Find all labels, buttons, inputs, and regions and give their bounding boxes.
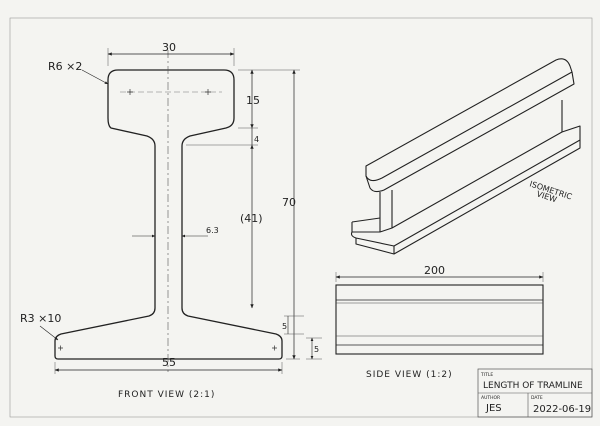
- dim-length: 200: [424, 264, 445, 277]
- dim-web-height: (41): [240, 212, 263, 225]
- iso-foot-bottom: [355, 238, 395, 255]
- drawing-date: 2022-06-19: [533, 404, 591, 415]
- head-mark-left: [127, 89, 133, 95]
- head-mark-right: [205, 89, 211, 95]
- foot-mark-right: [272, 345, 277, 351]
- drawing-title: LENGTH OF TRAMLINE: [483, 381, 583, 391]
- author-label: AUTHOR: [481, 395, 500, 401]
- dim-web-thickness: 6.3: [206, 226, 219, 235]
- side-view: 200 SIDE VIEW (1:2): [335, 264, 544, 380]
- title-block: TITLE LENGTH OF TRAMLINE AUTHOR JES DATE…: [477, 368, 593, 418]
- date-label: DATE: [531, 395, 543, 401]
- iso-foot-front: [351, 140, 581, 255]
- title-label: TITLE: [480, 372, 493, 378]
- dim-base-width: 55: [162, 356, 176, 369]
- dim-head-height: 15: [246, 94, 260, 107]
- iso-web-front: [379, 100, 563, 232]
- sheet-border: [9, 17, 593, 418]
- dim-foot-height: 5: [282, 322, 287, 331]
- foot-mark-left: [58, 345, 63, 351]
- iso-foot-top: [350, 125, 581, 247]
- isometric-view: [350, 58, 581, 255]
- front-view: 30 R6 ×2 70 15 4 (41) 6.3 5 5 R: [20, 41, 322, 400]
- dim-head-radius: R6 ×2: [48, 60, 82, 73]
- leader-line: [81, 69, 109, 85]
- dim-total-height: 70: [282, 196, 296, 209]
- author-name: JES: [485, 403, 502, 414]
- side-view-outline: [335, 284, 544, 355]
- dim-neck-gap: 4: [254, 135, 259, 144]
- dim-foot-radius: R3 ×10: [20, 312, 61, 325]
- dim-foot-edge: 5: [314, 345, 319, 354]
- iso-head-front: [365, 71, 575, 193]
- dim-head-width: 30: [162, 41, 176, 54]
- front-view-caption: FRONT VIEW (2:1): [118, 390, 215, 400]
- rail-profile-outline: [54, 69, 283, 360]
- side-view-caption: SIDE VIEW (1:2): [366, 370, 453, 380]
- leader-line: [39, 325, 59, 341]
